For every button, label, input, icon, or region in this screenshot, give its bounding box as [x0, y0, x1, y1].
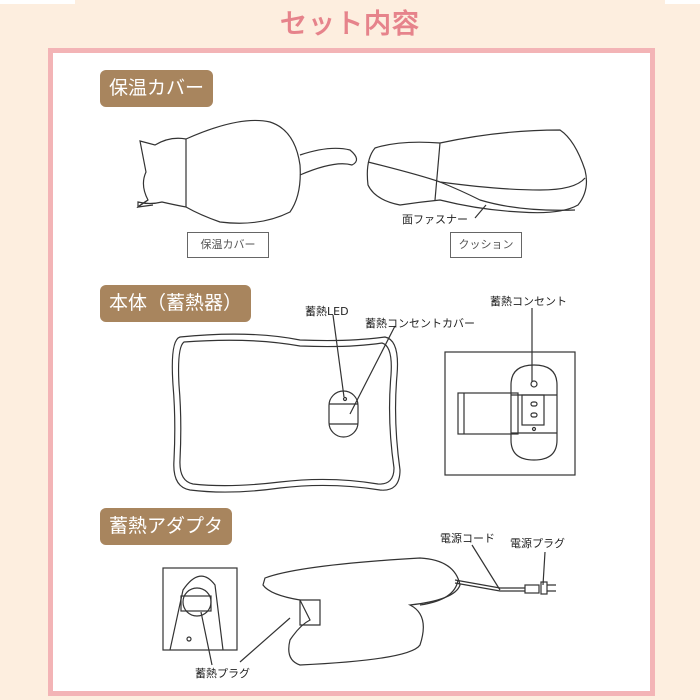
caption-cushion: クッション — [450, 232, 522, 258]
callout-power-cord: 電源コード — [440, 532, 495, 545]
top-strip-left — [0, 0, 75, 4]
section-badge-body: 本体（蓄熱器） — [100, 285, 252, 322]
callout-power-plug: 電源プラグ — [510, 537, 565, 550]
section-badge-adapter: 蓄熱アダプタ — [100, 508, 233, 545]
cat-cover-drawing — [136, 119, 358, 224]
top-strip-right — [665, 0, 700, 4]
caption-cover: 保温カバー — [187, 232, 269, 258]
page-title: セット内容 — [280, 9, 420, 40]
section-badge-cover: 保温カバー — [100, 70, 214, 107]
callout-outlet: 蓄熱コンセント — [490, 295, 567, 308]
adapter-drawing — [262, 544, 556, 666]
plug-detail-drawing — [162, 567, 291, 666]
callout-heat-plug: 蓄熱プラグ — [195, 667, 250, 680]
callout-led: 蓄熱LED — [305, 305, 349, 318]
callout-outlet-cover: 蓄熱コンセントカバー — [365, 317, 475, 330]
callout-velcro: 面ファスナー — [402, 213, 468, 226]
cushion-drawing — [366, 129, 588, 219]
outlet-detail-drawing — [444, 308, 576, 476]
heat-pad-drawing — [171, 314, 401, 493]
